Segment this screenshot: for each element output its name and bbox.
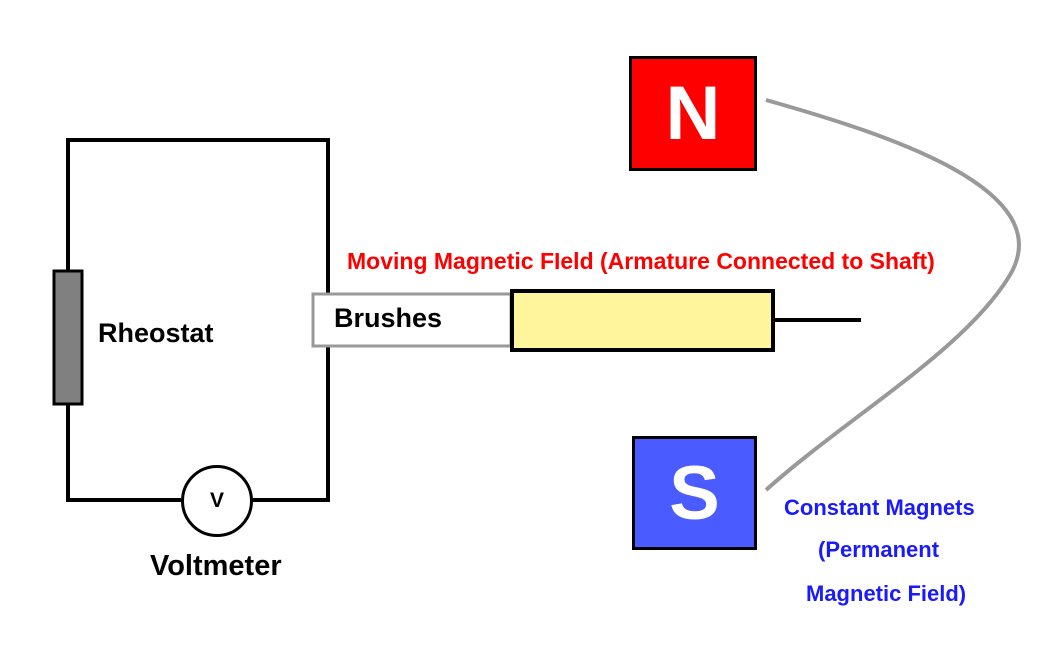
north-magnet: N [629, 56, 757, 171]
south-magnet: S [632, 436, 757, 550]
voltmeter-symbol: V [181, 465, 253, 537]
armature-bar [510, 289, 775, 352]
moving-field-label: Moving Magnetic FIeld (Armature Connecte… [347, 248, 935, 274]
rheostat-resistor [52, 269, 84, 406]
north-letter: N [665, 71, 721, 156]
circuit-wire-bottom [66, 404, 181, 502]
rheostat-label: Rheostat [98, 318, 214, 348]
magnetic-field-line [764, 98, 1021, 492]
circuit-wire-top [66, 138, 330, 502]
south-letter: S [669, 450, 720, 536]
constant-magnets-label-line1: Constant Magnets [784, 495, 975, 520]
constant-magnets-label-line2: (Permanent [818, 537, 940, 562]
constant-magnets-label-line3: Magnetic Field) [806, 581, 967, 606]
brushes-label: Brushes [334, 303, 443, 333]
voltmeter-label: Voltmeter [150, 550, 282, 582]
